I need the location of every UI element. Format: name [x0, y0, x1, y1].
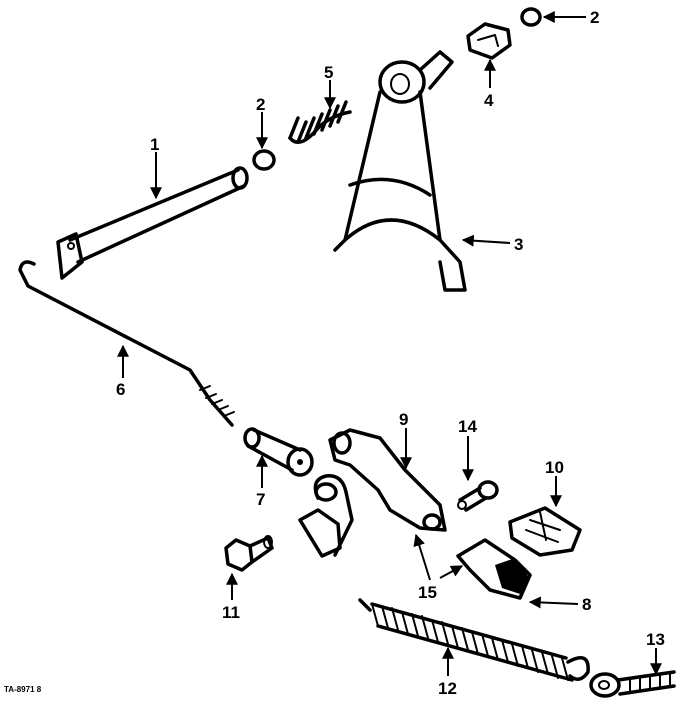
part-8-plate — [456, 538, 532, 600]
callout-11: 11 — [222, 603, 240, 622]
callout-6: 6 — [116, 380, 125, 399]
callout-3: 3 — [514, 235, 523, 254]
callout-4: 4 — [484, 91, 494, 110]
part-13-eye-bolt — [589, 670, 676, 698]
callout-8: 8 — [582, 595, 591, 614]
part-3-shift-fork — [333, 50, 467, 292]
part-5-spring — [288, 100, 352, 144]
callout-15: 15 — [418, 583, 437, 602]
part-7-pin — [243, 427, 314, 477]
callout-13: 13 — [646, 630, 665, 649]
callout-2-right: 2 — [590, 8, 599, 27]
callout-14: 14 — [458, 417, 477, 436]
part-4-shift-lug — [466, 22, 512, 60]
callout-9: 9 — [399, 410, 408, 429]
callout-2: 2 — [256, 95, 265, 114]
part-2-snap-ring-right — [520, 7, 542, 27]
part-1-shift-rod — [56, 166, 249, 280]
part-10-block — [508, 506, 582, 557]
callout-12: 12 — [438, 679, 457, 698]
part-2-snap-ring — [252, 149, 276, 171]
callout-leaders — [117, 11, 662, 676]
figure-reference-code: TA-8971 8 — [4, 685, 42, 694]
part-11-bolt — [224, 535, 274, 572]
callout-7: 7 — [256, 490, 265, 509]
part-14-bolt — [457, 480, 499, 512]
callout-10: 10 — [545, 458, 564, 477]
callout-5: 5 — [324, 63, 333, 82]
part-9-lever — [298, 428, 447, 558]
part-12-spring — [358, 598, 590, 682]
part-6-control-rod — [18, 260, 235, 427]
callout-1: 1 — [150, 135, 159, 154]
